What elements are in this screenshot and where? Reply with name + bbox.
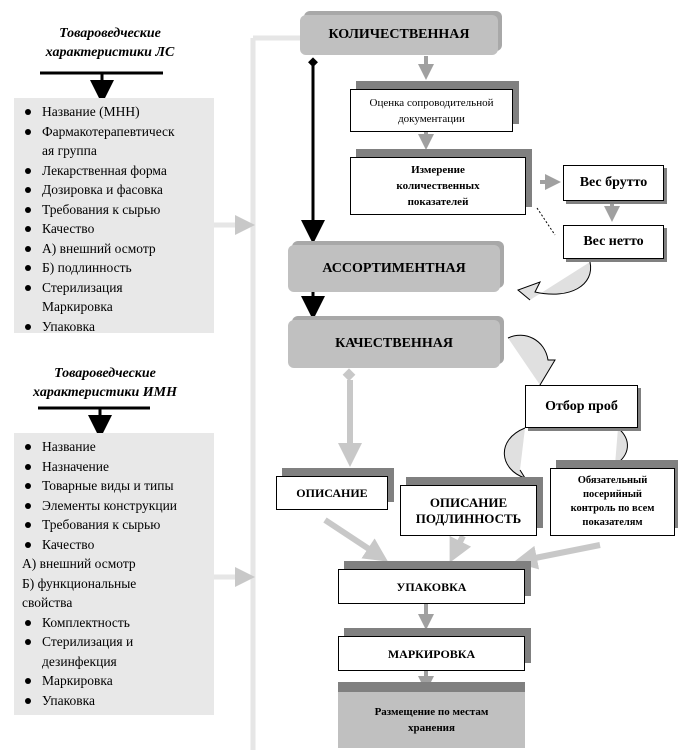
line: Размещение по местам [374, 706, 489, 718]
line: показателей [407, 196, 469, 208]
label: КАЧЕСТВЕННАЯ [335, 336, 453, 351]
box-description: ОПИСАНИЕ [276, 476, 388, 510]
list-item: Дозировка и фасовка [22, 180, 208, 200]
curved-arrow-net [517, 261, 592, 301]
list-item: свойства [22, 595, 73, 610]
title-line: Товароведческие [54, 366, 156, 381]
list-item: дезинфекция [42, 653, 117, 669]
title-line: характеристики ЛС [45, 45, 175, 60]
label: КОЛИЧЕСТВЕННАЯ [328, 27, 470, 42]
label: АССОРТИМЕНТНАЯ [322, 260, 466, 276]
label: УПАКОВКА [396, 579, 467, 594]
list-item: Назначение [22, 457, 208, 477]
title-ls: Товароведческие характеристики ЛС [10, 24, 210, 62]
line: Измерение [411, 164, 465, 176]
list-item: Название [22, 437, 208, 457]
list-item: Лекарственная форма [22, 161, 208, 181]
list-item: Элементы конструкции [22, 496, 208, 516]
stage-qualitative: КАЧЕСТВЕННАЯ [288, 320, 500, 368]
line: Оценка сопроводительной [369, 96, 494, 109]
label: Вес нетто [583, 234, 644, 249]
list-item: А) внешний осмотр [22, 239, 208, 259]
list-item: А) внешний осмотр [22, 556, 136, 571]
title-line: Товароведческие [59, 26, 161, 41]
list-item: ая группа [42, 143, 97, 158]
list-item: Требования к сырью [22, 200, 208, 220]
stage-assortment: АССОРТИМЕНТНАЯ [288, 245, 500, 292]
line: посерийный [583, 489, 642, 500]
box-control: Обязательный посерийный контроль по всем по… [550, 468, 675, 536]
list-item: Требования к сырью [22, 515, 208, 535]
title-imn: Товароведческие характеристики ИМН [5, 364, 205, 402]
list-item: Упаковка [22, 691, 208, 711]
curved-arrow-authenticity [503, 427, 527, 483]
list-item: Б) функциональные [22, 575, 137, 591]
stage-quantitative: КОЛИЧЕСТВЕННАЯ [300, 15, 498, 55]
list-item: Фармакотерапевтическ [22, 122, 208, 142]
box-sampling: Отбор проб [525, 385, 638, 428]
box-labeling: МАРКИРОВКА [338, 636, 525, 671]
list-item: Товарные виды и типы [22, 476, 208, 496]
label: Отбор проб [545, 398, 618, 414]
box-measure: Измерение количественных показателей [350, 157, 526, 215]
line: ОПИСАНИЕ [429, 494, 508, 510]
box-packaging: УПАКОВКА [338, 569, 525, 604]
label: Вес брутто [579, 175, 648, 190]
line: Обязательный [577, 475, 648, 486]
line: показателям [582, 517, 643, 528]
list-item: Маркировка [22, 671, 208, 691]
box-docs: Оценка сопроводительной документации [350, 89, 513, 132]
box-gross: Вес брутто [563, 165, 664, 201]
list-item: Упаковка [22, 317, 208, 333]
title-line: характеристики ИМН [33, 385, 177, 400]
curved-arrow-control [614, 427, 628, 466]
box-net: Вес нетто [563, 225, 664, 259]
line: ПОДЛИННОСТЬ [415, 510, 522, 526]
line: документации [398, 112, 465, 125]
line: хранения [408, 722, 455, 734]
list-item: Качество [22, 219, 208, 239]
bus-lines [213, 35, 300, 750]
list-item: Маркировка [42, 299, 113, 314]
label: ОПИСАНИЕ [296, 486, 368, 500]
list-item: Название (МНН) [22, 102, 208, 122]
line: количественных [396, 180, 480, 192]
label: МАРКИРОВКА [387, 646, 476, 661]
list-item: Б) подлинность [22, 258, 208, 278]
list-item: Качество [22, 535, 208, 555]
box-storage: Размещение по местам хранения [338, 692, 525, 748]
list-item: Стерилизация [22, 278, 208, 298]
list-item: Комплектность [22, 613, 208, 633]
list-item: Стерилизация и [22, 632, 208, 652]
line: контроль по всем [570, 503, 655, 514]
